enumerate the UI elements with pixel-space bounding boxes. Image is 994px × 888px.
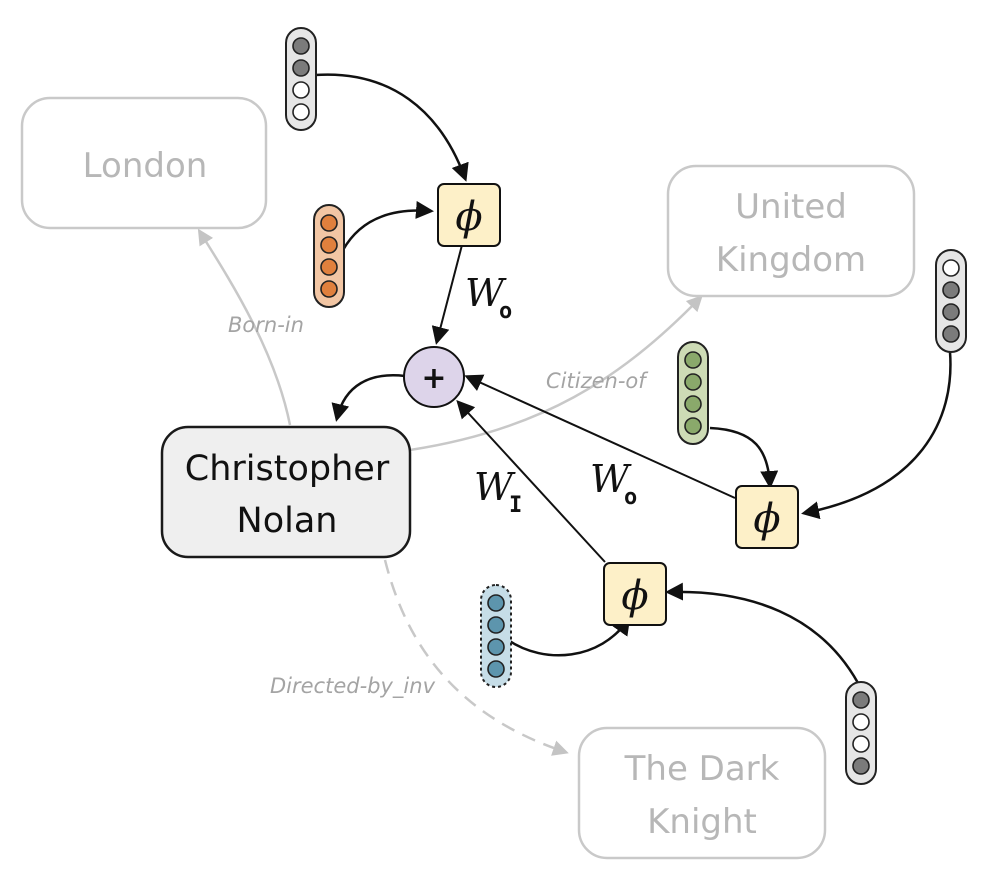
relation-label-citizen-of: Citizen-of xyxy=(546,369,649,393)
aggregation-plus-node: + xyxy=(403,346,465,408)
phi-top-to-plus xyxy=(431,244,463,345)
entity-christopher-nolan: Christopher Nolan xyxy=(160,425,412,559)
entity-london: London xyxy=(20,96,268,230)
weight-label-top: W o xyxy=(465,271,512,324)
blue-vector-to-phi-bottom xyxy=(507,616,631,657)
relation-label-directed-by-inv: Directed-by_inv xyxy=(270,674,436,699)
weight-sub-self: I xyxy=(509,493,522,518)
phi-right-to-plus xyxy=(464,374,736,499)
phi-box-right: ϕ xyxy=(735,485,799,549)
phi-symbol-bottom: ϕ xyxy=(621,573,648,619)
entity-nolan-label-line1: Christopher xyxy=(185,449,390,489)
entity-the-dark-knight: The Dark Knight xyxy=(577,726,827,860)
vector-gray-bottom xyxy=(845,681,877,785)
vector-orange xyxy=(313,204,345,308)
phi-bottom-to-plus xyxy=(456,400,606,563)
phi-box-top: ϕ xyxy=(437,183,501,247)
weight-letter-right: W xyxy=(590,457,632,501)
gray-vector-bottom-to-phi-bottom xyxy=(665,582,860,684)
weight-label-self: W I xyxy=(474,465,522,518)
citizen-of-edge xyxy=(409,295,703,452)
entity-united-kingdom: United Kingdom xyxy=(666,164,916,298)
green-vector-to-phi-right xyxy=(709,426,779,489)
phi-symbol-right: ϕ xyxy=(753,496,780,542)
born-in-edge xyxy=(197,228,292,426)
orange-vector-to-phi-top xyxy=(341,200,434,251)
vector-gray-top xyxy=(285,27,317,131)
vector-green xyxy=(677,341,709,445)
gray-vector-top-to-phi-top xyxy=(314,73,469,182)
weight-label-right: W o xyxy=(590,457,637,510)
directed-by-inv-edge xyxy=(383,559,569,756)
vector-blue xyxy=(480,584,512,688)
weight-sub-right: o xyxy=(624,485,637,510)
vector-gray-right xyxy=(935,249,967,353)
phi-box-bottom: ϕ xyxy=(603,562,667,626)
weight-letter-top: W xyxy=(465,271,507,315)
entity-uk-label-line2: Kingdom xyxy=(716,240,866,280)
plus-symbol: + xyxy=(421,361,446,396)
relation-label-born-in: Born-in xyxy=(228,313,304,337)
entity-dark-knight-label-line1: The Dark xyxy=(624,749,780,789)
weight-sub-top: o xyxy=(499,299,512,324)
weight-letter-self: W xyxy=(474,465,516,509)
entity-nolan-label-line2: Nolan xyxy=(237,501,338,541)
gray-vector-right-to-phi-right xyxy=(801,351,952,520)
entity-dark-knight-label-line2: Knight xyxy=(647,802,757,842)
plus-to-nolan xyxy=(331,374,406,422)
entity-uk-label-line1: United xyxy=(735,187,847,227)
phi-symbol-top: ϕ xyxy=(455,194,482,240)
entity-london-label: London xyxy=(83,146,208,186)
